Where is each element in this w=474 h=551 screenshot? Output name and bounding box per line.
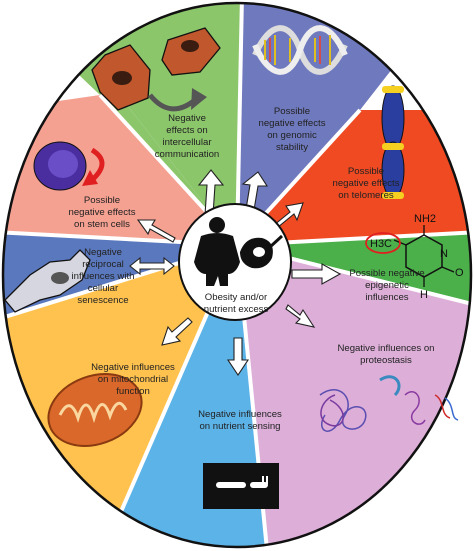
label-intercellular: Negative effects on intercellular commun… bbox=[155, 113, 220, 160]
arrow-epigenetic bbox=[291, 263, 342, 285]
label-senescence-line: cellular bbox=[88, 283, 119, 294]
label-intercellular-line: intercellular bbox=[162, 137, 212, 148]
label-proteostasis: Negative influences on proteostasis bbox=[337, 343, 434, 366]
arrow-mitochondrial bbox=[161, 317, 193, 346]
label-epigenetic-line: epigenetic bbox=[365, 280, 409, 291]
n-label: N bbox=[440, 248, 448, 260]
chromosome-illustration bbox=[381, 85, 405, 199]
o-label: O bbox=[455, 267, 464, 279]
center-label-line2: nutrient excess bbox=[204, 304, 269, 315]
label-epigenetic-line: influences bbox=[365, 292, 408, 303]
fork-knife-icon bbox=[203, 463, 279, 509]
label-senescence-line: influences with bbox=[72, 271, 135, 282]
label-telomeres: Possible negative effects on telomeres bbox=[332, 166, 399, 201]
stem-cell-illustration bbox=[33, 141, 105, 191]
red-cycle-arrow-icon bbox=[90, 147, 105, 182]
label-telomeres-line: on telomeres bbox=[338, 190, 394, 201]
segment-stem-cells bbox=[3, 95, 237, 245]
arrow-nutrient-sensing bbox=[226, 337, 250, 376]
center-hub: Obesity and/or nutrient excess bbox=[178, 203, 292, 321]
meat-icon bbox=[240, 234, 284, 269]
label-nutrient-sensing-line: Negative influences bbox=[198, 409, 282, 420]
label-stem-cells-line: negative effects bbox=[68, 207, 135, 218]
label-stem-cells: Possible negative effects on stem cells bbox=[68, 195, 135, 230]
center-label-line1: Obesity and/or bbox=[205, 292, 268, 303]
methylcytosine-molecule-illustration: NH2 N O H H3C bbox=[365, 213, 464, 301]
label-intercellular-line: effects on bbox=[166, 125, 207, 136]
arrow-proteostasis bbox=[285, 304, 316, 328]
label-senescence: Negative reciprocal influences with cell… bbox=[72, 247, 135, 306]
label-senescence-line: reciprocal bbox=[82, 259, 124, 270]
label-mitochondrial-line: on mitochondrial bbox=[98, 374, 168, 385]
protein-folding-illustration bbox=[319, 375, 459, 432]
segment-senescence bbox=[3, 232, 237, 320]
label-nutrient-sensing-line: on nutrient sensing bbox=[199, 421, 280, 432]
label-stem-cells-line: on stem cells bbox=[74, 219, 130, 230]
arrow-senescence-bidirectional bbox=[129, 256, 175, 276]
dna-helix-illustration bbox=[252, 25, 348, 75]
label-epigenetic-line: Possible negative bbox=[349, 268, 424, 279]
segment-epigenetic bbox=[237, 232, 471, 306]
obese-person-icon bbox=[194, 217, 240, 286]
label-mitochondrial-line: function bbox=[116, 386, 150, 397]
label-genomic-line: stability bbox=[276, 142, 308, 153]
arrow-stem-cells bbox=[136, 219, 176, 243]
label-mitochondrial-line: Negative influences bbox=[91, 362, 175, 373]
label-stem-cells-line: Possible bbox=[84, 195, 120, 206]
label-genomic: Possible negative effects on genomic sta… bbox=[258, 106, 325, 153]
label-mitochondrial: Negative influences on mitochondrial fun… bbox=[91, 362, 175, 397]
label-senescence-line: senescence bbox=[77, 295, 128, 306]
label-proteostasis-line: Negative influences on bbox=[337, 343, 434, 354]
mitochondrion-illustration bbox=[47, 373, 143, 447]
curved-arrow-icon bbox=[148, 93, 197, 112]
cells-communication-illustration bbox=[91, 27, 221, 112]
nh2-label: NH2 bbox=[414, 213, 436, 225]
label-telomeres-line: Possible bbox=[348, 166, 384, 177]
label-genomic-line: Possible bbox=[274, 106, 310, 117]
label-intercellular-line: Negative bbox=[168, 113, 206, 124]
label-proteostasis-line: proteostasis bbox=[360, 355, 412, 366]
methyl-highlight-circle bbox=[365, 232, 401, 254]
label-genomic-line: negative effects bbox=[258, 118, 325, 129]
label-epigenetic: Possible negative epigenetic influences bbox=[349, 268, 424, 303]
label-senescence-line: Negative bbox=[84, 247, 122, 258]
label-telomeres-line: negative effects bbox=[332, 178, 399, 189]
label-nutrient-sensing: Negative influences on nutrient sensing bbox=[198, 409, 282, 432]
senescent-cell-illustration bbox=[4, 249, 91, 313]
h-label: H bbox=[420, 289, 428, 301]
label-intercellular-line: communication bbox=[155, 149, 220, 160]
label-genomic-line: on genomic bbox=[267, 130, 317, 141]
ch3-label: H3C bbox=[370, 238, 392, 250]
